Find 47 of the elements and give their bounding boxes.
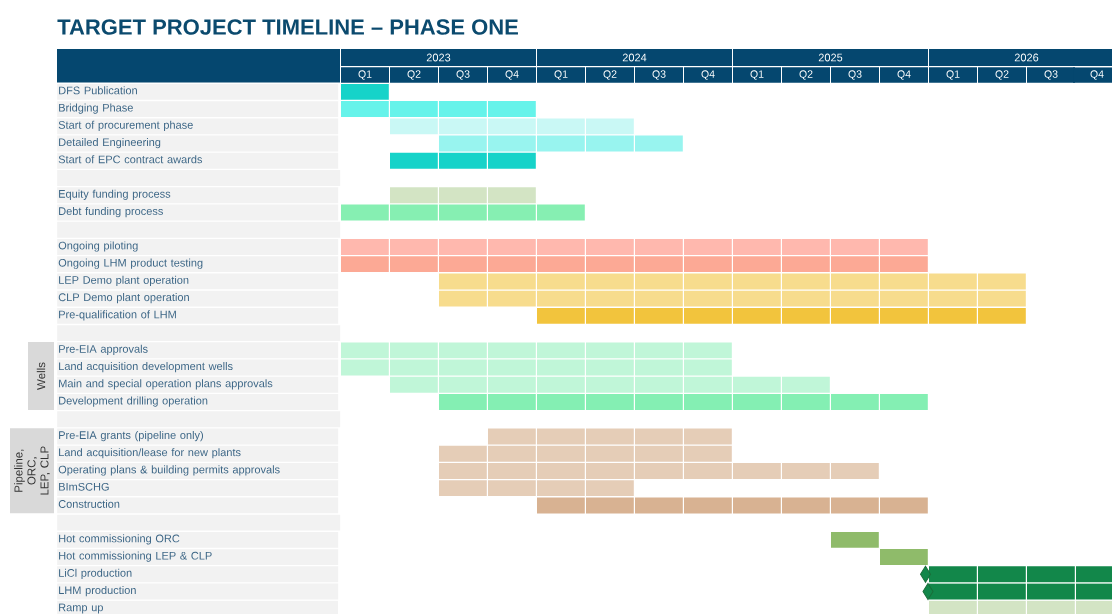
quarter-header: Q4 xyxy=(684,67,732,83)
task-label: LiCl production xyxy=(57,566,339,583)
quarter-header: Q1 xyxy=(341,67,389,83)
task-label: CLP Demo plant operation xyxy=(57,290,339,307)
task-label: Equity funding process xyxy=(57,187,339,204)
quarter-header: Q2 xyxy=(586,67,634,83)
task-label: Pre-EIA approvals xyxy=(57,342,339,359)
group-box: Wells xyxy=(28,342,54,410)
task-label: Development drilling operation xyxy=(57,394,339,410)
task-label: LEP Demo plant operation xyxy=(57,273,339,290)
task-label: Start of procurement phase xyxy=(57,118,339,135)
quarter-header: Q4 xyxy=(488,67,536,83)
quarter-header: Q2 xyxy=(978,67,1026,83)
task-label: Detailed Engineering xyxy=(57,135,339,152)
task-label: Land acquisition development wells xyxy=(57,359,339,376)
quarter-header: Q1 xyxy=(733,67,781,83)
quarter-header: Q4 xyxy=(1073,67,1112,83)
task-label: Ongoing piloting xyxy=(57,239,339,255)
quarter-header: Q1 xyxy=(537,67,585,83)
quarter-header: Q3 xyxy=(1027,67,1075,83)
quarter-header: Q3 xyxy=(831,67,879,83)
task-label: Hot commissioning LEP & CLP xyxy=(57,549,339,566)
task-label: Hot commissioning ORC xyxy=(57,531,339,548)
task-label: DFS Publication xyxy=(57,83,339,100)
task-label: Pre-qualification of LHM xyxy=(57,307,339,324)
quarter-header: Q2 xyxy=(782,67,830,83)
empty-row xyxy=(57,221,341,238)
task-label: Main and special operation plans approvals xyxy=(57,376,339,393)
task-label: Ongoing LHM product testing xyxy=(57,256,339,273)
task-label: Debt funding process xyxy=(57,204,339,221)
task-label: Start of EPC contract awards xyxy=(57,152,339,169)
task-label: BImSCHG xyxy=(57,480,339,497)
task-label: Pre-EIA grants (pipeline only) xyxy=(57,428,339,445)
quarter-header: Q3 xyxy=(635,67,683,83)
task-label: Bridging Phase xyxy=(57,101,339,118)
title: TARGET PROJECT TIMELINE – PHASE ONE xyxy=(57,19,518,35)
quarter-header: Q1 xyxy=(929,67,977,83)
empty-row xyxy=(57,325,341,342)
group-box: Pipeline, ORC, LEP, CLP xyxy=(10,428,54,514)
task-label: Ramp up xyxy=(57,600,339,614)
quarter-header: Q4 xyxy=(880,67,928,83)
quarter-header: Q2 xyxy=(390,67,438,83)
task-label: Land acquisition/lease for new plants xyxy=(57,445,339,462)
task-label: Operating plans & building permits approvals xyxy=(57,463,339,479)
task-label: LHM production xyxy=(57,583,339,600)
task-label: Construction xyxy=(57,497,339,514)
quarter-header: Q3 xyxy=(439,67,487,83)
